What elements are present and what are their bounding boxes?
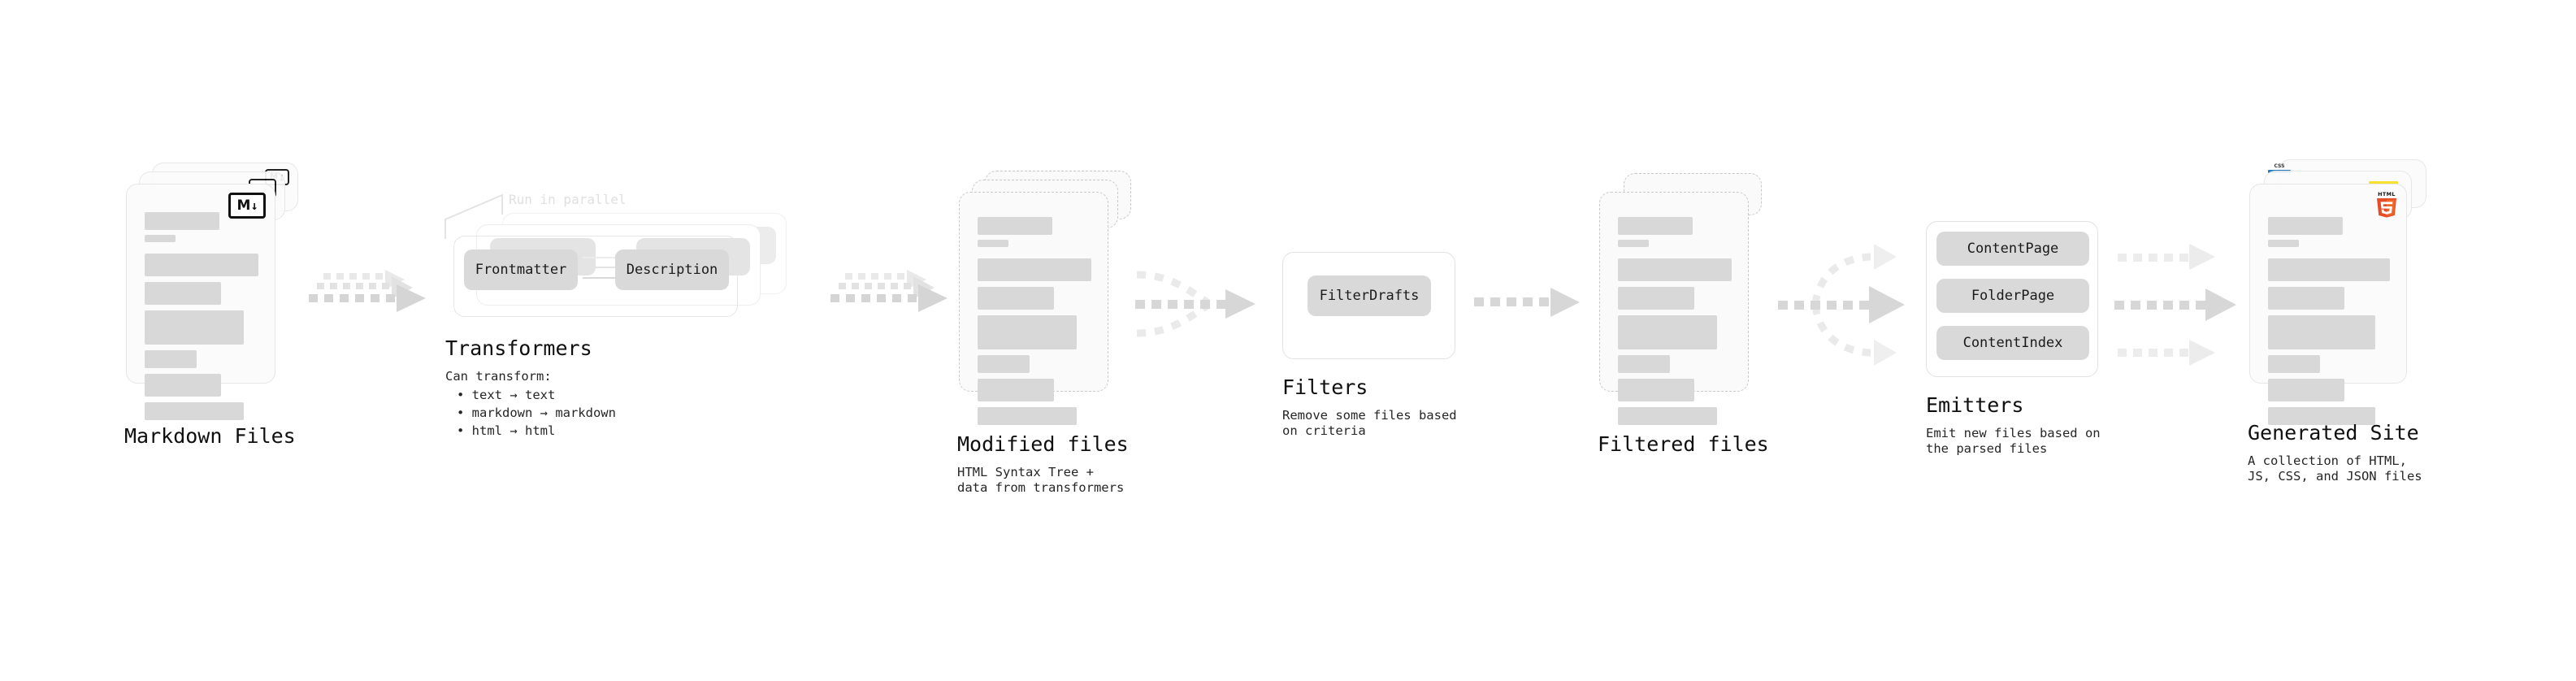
fan-out-arrow-icon — [2114, 244, 2236, 366]
transformers-bullet-3: • html → html — [457, 423, 556, 438]
transformers-bullet-2: • markdown → markdown — [457, 406, 616, 420]
arrow-markdown-to-transformers — [307, 270, 437, 319]
arrow-filtered-to-emitters — [1776, 229, 1923, 375]
filter-pill-filterdrafts[interactable]: FilterDrafts — [1308, 275, 1431, 316]
filtered-card-skeleton — [1600, 193, 1748, 425]
emitters-panel: ContentPage FolderPage ContentIndex — [1926, 221, 2098, 377]
stage-title-modified-files: Modified files — [957, 432, 1129, 456]
filtered-card-stack — [1599, 171, 1774, 425]
fan-out-arrow-icon — [1778, 244, 1905, 366]
css-badge-label: CSS — [2274, 163, 2285, 169]
triple-parallel-arrow-icon — [830, 270, 948, 312]
site-card-stack: CSS HTML — [2249, 159, 2436, 425]
run-in-parallel-bracket-icon — [445, 193, 503, 239]
single-arrow-icon — [1474, 288, 1580, 317]
modified-files-subtitle: HTML Syntax Tree + data from transformer… — [957, 465, 1125, 496]
arrow-transformers-to-modified — [829, 270, 959, 319]
stage-title-markdown-files: Markdown Files — [124, 424, 296, 448]
stage-title-transformers: Transformers — [445, 336, 592, 360]
markdown-card-skeleton — [127, 184, 275, 420]
triple-parallel-arrow-icon — [309, 270, 426, 312]
emitter-pill-folderpage[interactable]: FolderPage — [1936, 279, 2089, 313]
stage-title-emitters: Emitters — [1926, 393, 2024, 417]
arrow-emitters-to-site — [2113, 229, 2259, 375]
transformer-pill-description[interactable]: Description — [615, 249, 729, 290]
arrow-filters-to-filtered — [1472, 286, 1594, 319]
filtered-card-front — [1599, 192, 1749, 425]
transformer-panel-front: Frontmatter Description — [453, 236, 738, 317]
fan-in-arrow-icon — [1135, 271, 1255, 337]
site-card-front: HTML — [2249, 184, 2407, 425]
modified-card-front — [959, 192, 1108, 425]
emitter-pill-contentindex[interactable]: ContentIndex — [1936, 326, 2089, 360]
site-card-skeleton — [2250, 184, 2406, 425]
generated-site-subtitle: A collection of HTML, JS, CSS, and JSON … — [2248, 453, 2422, 484]
markdown-card-stack: M↓ M↓ M↓ — [126, 163, 301, 420]
arrow-modified-to-filters — [1134, 258, 1272, 353]
stage-title-generated-site: Generated Site — [2248, 421, 2419, 445]
stage-title-filtered-files: Filtered files — [1598, 432, 1769, 456]
filters-subtitle: Remove some files based on criteria — [1282, 408, 1457, 439]
markdown-badge-icon: M↓ — [228, 193, 266, 219]
svg-text:HTML: HTML — [2378, 191, 2396, 197]
transformers-subtitle: Can transform: — [445, 369, 552, 384]
transformers-bullet-1: • text → text — [457, 388, 556, 402]
stage-filtered-files: Filtered files — [1598, 171, 1774, 456]
filters-panel: FilterDrafts — [1282, 252, 1455, 359]
markdown-card-front: M↓ — [126, 184, 275, 420]
emitter-pill-contentpage[interactable]: ContentPage — [1936, 232, 2089, 266]
emitters-subtitle: Emit new files based on the parsed files — [1926, 426, 2101, 457]
stage-markdown-files: M↓ M↓ M↓ — [124, 163, 301, 448]
stage-title-filters: Filters — [1282, 375, 1368, 399]
html5-badge-icon: HTML — [2377, 191, 2396, 218]
modified-card-skeleton — [960, 193, 1108, 425]
modified-card-stack — [959, 171, 1134, 425]
stage-generated-site: CSS HTML — [2248, 159, 2436, 484]
transformer-pill-frontmatter[interactable]: Frontmatter — [464, 249, 578, 290]
stage-modified-files: Modified files HTML Syntax Tree + data f… — [957, 171, 1134, 495]
transformers-annotation: Run in parallel — [509, 192, 627, 207]
